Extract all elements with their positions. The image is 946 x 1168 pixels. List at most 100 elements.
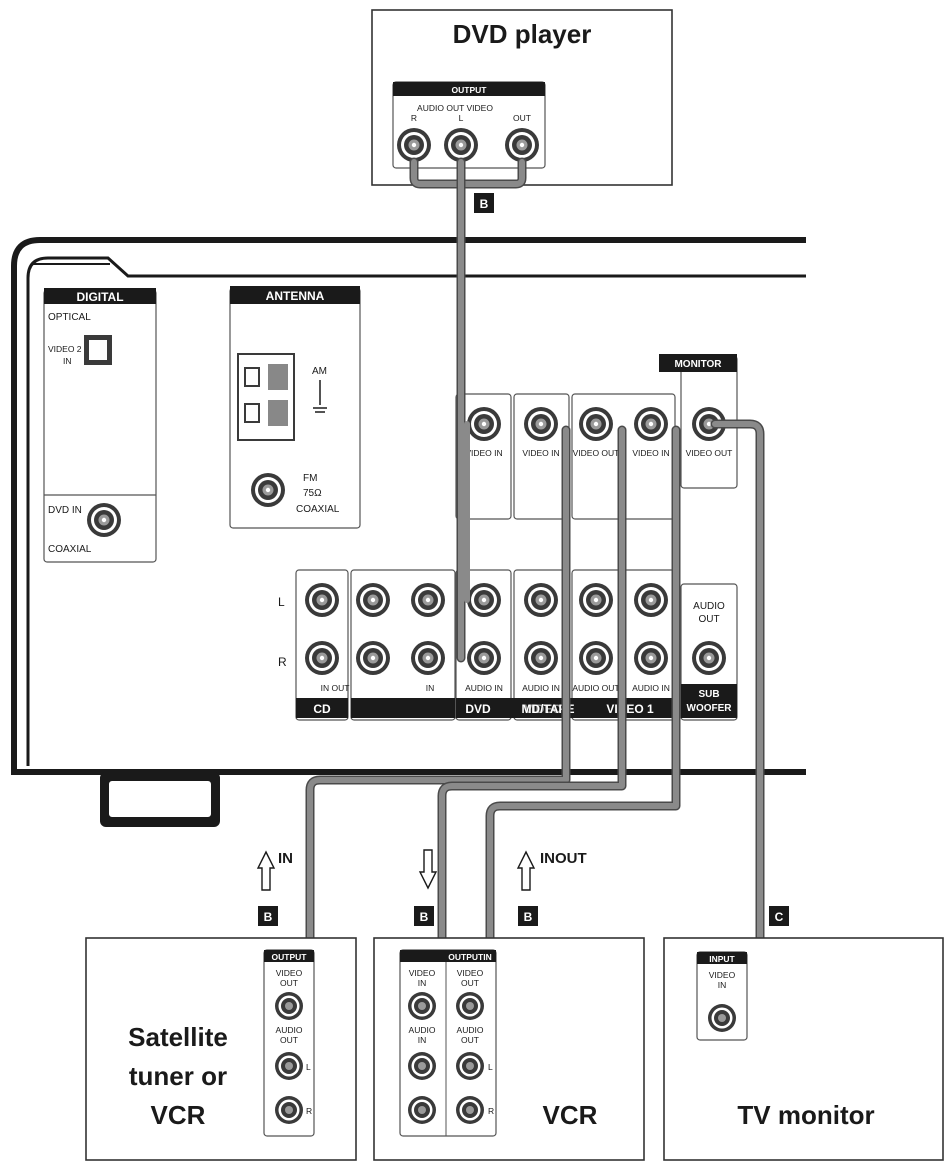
svg-text:B: B	[420, 910, 429, 924]
am-terminal-2[interactable]	[244, 403, 260, 423]
video2-audio-in-label: AUDIO IN	[522, 683, 560, 693]
vcr-output-in-header: OUTPUTIN	[448, 952, 491, 962]
dvd-player-box: DVD player OUTPUT AUDIO OUT VIDEO R L OU…	[371, 9, 673, 186]
cd-label: CD	[313, 702, 331, 716]
receiver-rear-panel	[11, 237, 806, 827]
video2-in-label-1: VIDEO 2	[48, 344, 82, 354]
svg-text:INOUT: INOUT	[540, 850, 587, 867]
tape-in-label: IN	[426, 683, 435, 693]
sat-audio-out-l-jack[interactable]	[275, 1052, 303, 1080]
badge-b-dvd: B	[474, 193, 494, 213]
video1-audio-out-l-jack[interactable]	[579, 583, 613, 617]
video1-audio-in-r-jack[interactable]	[634, 641, 668, 675]
vcr-audio-in-l-jack[interactable]	[408, 1052, 436, 1080]
video1-audio-in-label: AUDIO IN	[632, 683, 670, 693]
svg-text:IN: IN	[418, 1035, 427, 1045]
dvd-player-title: DVD player	[453, 19, 592, 49]
tape-in-r-jack[interactable]	[411, 641, 445, 675]
right-channel-label: R	[278, 655, 287, 669]
video2-audio-in-r-jack[interactable]	[524, 641, 558, 675]
video2-video-in-label: VIDEO IN	[522, 448, 559, 458]
svg-text:VIDEO: VIDEO	[709, 970, 736, 980]
video1-video-in-jack[interactable]	[634, 407, 668, 441]
svg-text:IN: IN	[278, 850, 293, 867]
arrow-down-vcr	[418, 849, 438, 890]
fm-coaxial-jack[interactable]	[251, 473, 285, 507]
svg-text:B: B	[524, 910, 533, 924]
cd-in-out-label: IN OUT	[321, 683, 350, 693]
tape-out-r-jack[interactable]	[356, 641, 390, 675]
subwoofer-audio-out-jack[interactable]	[692, 641, 726, 675]
svg-text:VIDEO: VIDEO	[409, 968, 436, 978]
vcr-video-out-jack[interactable]	[456, 992, 484, 1020]
video1-audio-out-label: AUDIO OUT	[572, 683, 619, 693]
dvd-audio-l-jack[interactable]	[444, 128, 478, 162]
dvd-audio-r-jack[interactable]	[397, 128, 431, 162]
badge-b-vcr-1: B	[414, 906, 434, 926]
monitor-video-out-label: VIDEO OUT	[686, 448, 733, 458]
svg-text:OUT: OUT	[461, 1035, 479, 1045]
vcr-audio-out-r-jack[interactable]	[456, 1096, 484, 1124]
dvd-in-coaxial-jack[interactable]	[87, 503, 121, 537]
arrow-in-satellite: IN	[256, 850, 293, 891]
svg-text:OUT: OUT	[280, 1035, 298, 1045]
svg-text:AUDIO: AUDIO	[457, 1025, 484, 1035]
vcr-title: VCR	[543, 1100, 598, 1130]
am-terminal-1[interactable]	[244, 367, 260, 387]
sat-audio-out-r-jack[interactable]	[275, 1096, 303, 1124]
svg-text:OUT: OUT	[461, 978, 479, 988]
sub-label: SUB	[698, 689, 719, 700]
video1-video-out-label: VIDEO OUT	[573, 448, 620, 458]
video1-audio-in-l-jack[interactable]	[634, 583, 668, 617]
svg-text:C: C	[775, 910, 784, 924]
dvd-label: DVD	[465, 702, 491, 716]
woofer-label: WOOFER	[687, 703, 733, 714]
satellite-title-3: VCR	[151, 1100, 206, 1130]
am-label: AM	[312, 366, 327, 377]
video1-audio-out-r-jack[interactable]	[579, 641, 613, 675]
video1-video-in-label: VIDEO IN	[632, 448, 669, 458]
svg-text:B: B	[264, 910, 273, 924]
svg-text:L: L	[306, 1062, 311, 1072]
tape-out-l-jack[interactable]	[356, 583, 390, 617]
dvd-l-label: L	[459, 113, 464, 123]
cd-in-l-jack[interactable]	[305, 583, 339, 617]
video1-label: VIDEO 1	[606, 702, 654, 716]
vcr-video-in-jack[interactable]	[408, 992, 436, 1020]
svg-text:AUDIO: AUDIO	[409, 1025, 436, 1035]
sat-video-out-jack[interactable]	[275, 992, 303, 1020]
dvd-video-in-jack[interactable]	[467, 407, 501, 441]
digital-header: DIGITAL	[76, 290, 123, 304]
tape-in-l-jack[interactable]	[411, 583, 445, 617]
antenna-section: ANTENNA AM FM 75Ω COAXIAL	[229, 286, 361, 529]
video2-label: VIDEO 2	[524, 702, 572, 716]
vcr-audio-in-r-jack[interactable]	[408, 1096, 436, 1124]
satellite-title-1: Satellite	[128, 1022, 228, 1052]
tv-input-header: INPUT	[709, 954, 735, 964]
video2-video-in-jack[interactable]	[524, 407, 558, 441]
svg-text:AUDIO: AUDIO	[276, 1025, 303, 1035]
dvd-audio-in-l-jack[interactable]	[467, 583, 501, 617]
fm-label: FM	[303, 473, 317, 484]
arrow-inout-vcr: INOUT	[516, 850, 587, 891]
svg-text:IN: IN	[718, 980, 727, 990]
badge-b-vcr-2: B	[518, 906, 538, 926]
vcr-box: VCR OUTPUTIN VIDEO IN VIDEO OUT AUDIO IN…	[373, 937, 645, 1161]
left-channel-label: L	[278, 595, 285, 609]
video2-audio-in-l-jack[interactable]	[524, 583, 558, 617]
svg-text:R: R	[306, 1106, 312, 1116]
tv-monitor-title: TV monitor	[737, 1100, 874, 1130]
dvd-audio-in-r-jack[interactable]	[467, 641, 501, 675]
vcr-audio-out-l-jack[interactable]	[456, 1052, 484, 1080]
fm-coaxial-label: COAXIAL	[296, 504, 340, 515]
cd-in-r-jack[interactable]	[305, 641, 339, 675]
video1-video-out-jack[interactable]	[579, 407, 613, 441]
dvd-audio-in-label: AUDIO IN	[465, 683, 503, 693]
coaxial-label: COAXIAL	[48, 544, 92, 555]
badge-c-tv: C	[769, 906, 789, 926]
tv-video-in-jack[interactable]	[708, 1004, 736, 1032]
digital-section: DIGITAL OPTICAL VIDEO 2 IN DVD IN COAXIA…	[43, 288, 157, 563]
dvd-video-out-jack[interactable]	[505, 128, 539, 162]
svg-text:IN: IN	[418, 978, 427, 988]
